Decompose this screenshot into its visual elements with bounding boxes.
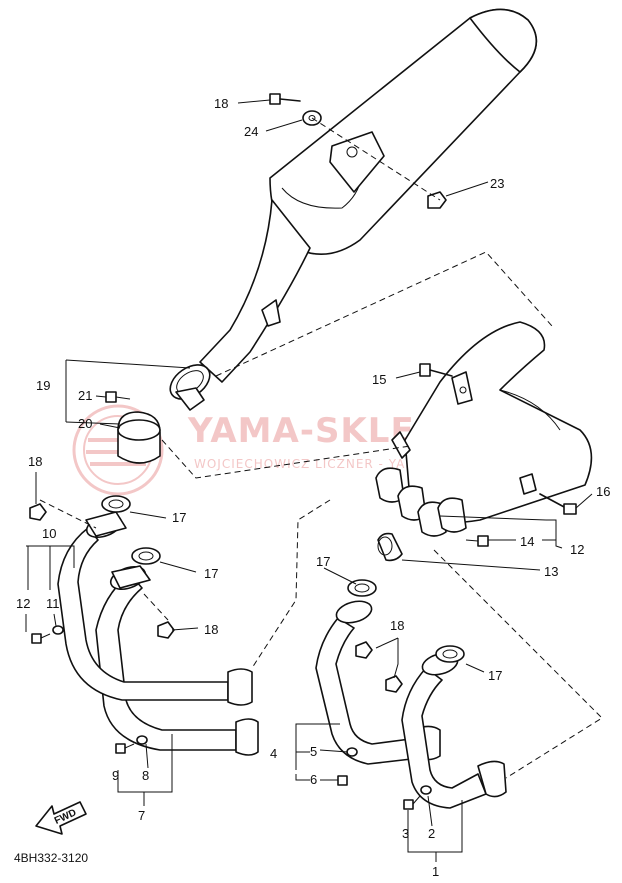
bolt-16-right — [539, 493, 577, 515]
muffler-mount-bracket — [329, 131, 385, 193]
gasket-17-b — [131, 547, 161, 565]
gasket-20 — [117, 411, 161, 464]
muffler-assembly — [199, 8, 538, 383]
callout-19: 19 — [36, 378, 50, 393]
muffler-end-cap — [469, 8, 538, 73]
muffler-bolt-axis — [311, 117, 441, 201]
gasket-14 — [377, 532, 403, 562]
clip-8 — [136, 735, 148, 745]
callout-2: 2 — [428, 826, 435, 841]
bolt-9 — [115, 743, 135, 754]
part-code: 4BH332-3120 — [14, 851, 88, 865]
collector-inlet-4 — [437, 497, 467, 533]
callout-17-b: 17 — [204, 566, 218, 581]
ref-line-left-pipes — [251, 499, 331, 669]
callout-23: 23 — [490, 176, 504, 191]
callout-11: 11 — [46, 596, 60, 611]
callout-16-top: 15 — [372, 372, 386, 387]
nut-18-d — [385, 675, 403, 693]
callout-17-d: 17 — [488, 668, 502, 683]
collector-box — [375, 321, 593, 537]
callout-5: 5 — [310, 744, 317, 759]
callout-18-a: 18 — [28, 454, 42, 469]
bolt-3 — [403, 795, 421, 810]
gasket-17-d — [435, 645, 465, 663]
ref-line-muffler — [215, 251, 553, 377]
nut-23 — [427, 191, 447, 209]
ref-line-nut-a — [39, 499, 97, 529]
collector-bracket-left — [391, 431, 411, 459]
bolt-16-top — [419, 363, 453, 377]
exhaust-pipe-10 — [57, 511, 253, 706]
callout-1: 1 — [432, 864, 439, 879]
collector-bracket-right — [519, 473, 537, 495]
callout-18-b: 18 — [204, 622, 218, 637]
callout-14: 13 — [544, 564, 558, 579]
callout-20: 20 — [78, 416, 92, 431]
callout-10: 10 — [42, 526, 56, 541]
ref-line-nut-b — [143, 593, 169, 621]
callout-3: 3 — [402, 826, 409, 841]
callout-6: 6 — [310, 772, 317, 787]
bolt-21 — [105, 391, 131, 403]
ref-line-gasket — [161, 439, 411, 479]
callout-12: 12 — [16, 596, 30, 611]
ref-line-right-pipes — [433, 549, 603, 779]
callout-21: 21 — [78, 388, 92, 403]
muffler-link-pipe — [199, 199, 311, 383]
callout-8: 8 — [142, 768, 149, 783]
callout-16-right: 16 — [596, 484, 610, 499]
nut-18-c — [355, 641, 373, 659]
clip-11 — [52, 625, 64, 635]
callout-labels: 18 24 23 19 21 20 15 16 14 12 13 18 17 1… — [16, 96, 610, 879]
callout-15: 14 — [520, 534, 534, 549]
muffler-clamp — [169, 364, 211, 411]
muffler-pipe-bracket — [261, 299, 281, 327]
clip-5 — [346, 747, 358, 757]
bolt-6 — [337, 775, 348, 786]
callout-13: 12 — [570, 542, 584, 557]
leader-lines — [25, 99, 593, 862]
bolt-15 — [465, 535, 489, 547]
nut-18-b — [157, 621, 175, 639]
forward-arrow-icon: FWD — [35, 801, 87, 835]
callout-17-c: 17 — [316, 554, 330, 569]
callout-17-a: 17 — [172, 510, 186, 525]
callout-9: 9 — [112, 768, 119, 783]
bolt-22 — [269, 93, 301, 105]
muffler-mount-hole — [346, 146, 358, 158]
collector-bracket-top — [451, 371, 473, 405]
gasket-17-a — [101, 495, 131, 513]
callout-4: 4 — [270, 746, 277, 761]
callout-18-c: 18 — [390, 618, 404, 633]
exhaust-pipe-7 — [95, 565, 259, 756]
bolt-12 — [31, 633, 51, 644]
callout-22: 18 — [214, 96, 228, 111]
callout-7: 7 — [138, 808, 145, 823]
callout-24: 24 — [244, 124, 258, 139]
watermark-subtitle: WOJCIECHOWICZ LICZNER - YAMAHA — [194, 457, 445, 471]
clip-2 — [420, 785, 432, 795]
nut-18-a — [29, 503, 47, 521]
collector-body — [404, 321, 593, 524]
